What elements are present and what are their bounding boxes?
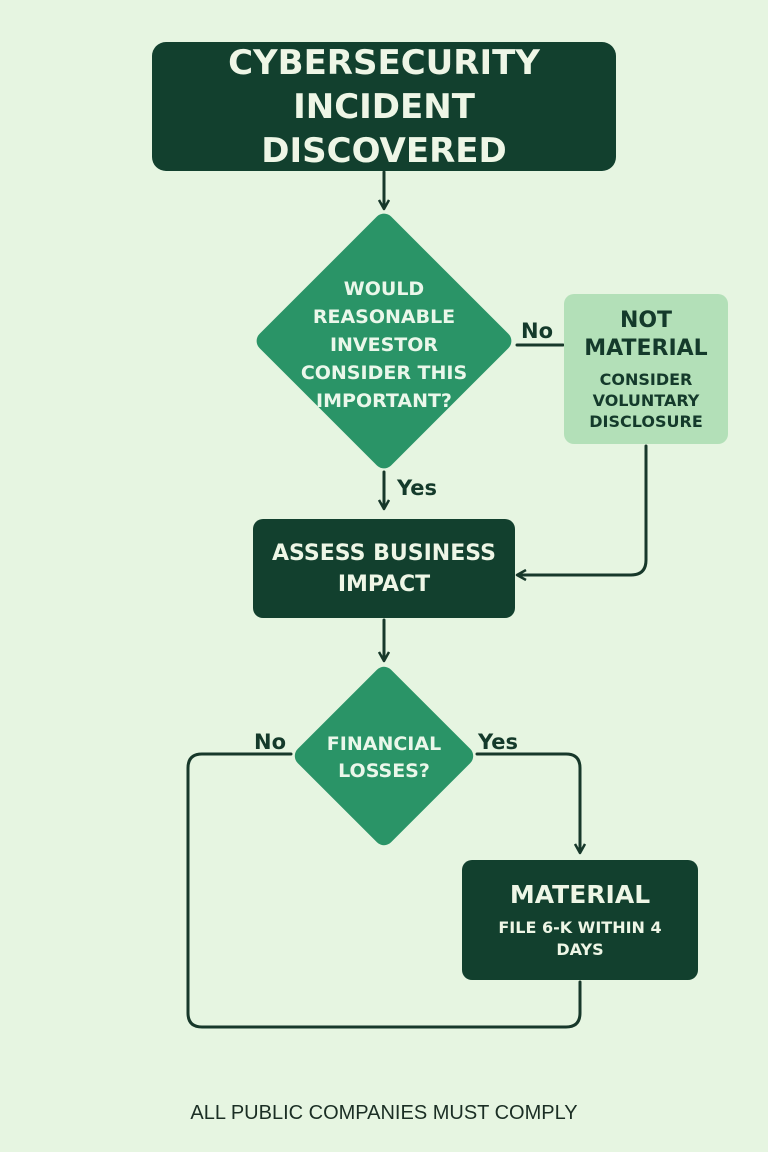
not-material-box: NOT MATERIAL CONSIDER VOLUNTARY DISCLOSU… xyxy=(564,294,728,444)
edge-label-q1-no: No xyxy=(521,319,554,343)
material-title: MATERIAL xyxy=(509,880,651,909)
question-2-text: FINANCIAL LOSSES? xyxy=(326,733,442,782)
start-box: CYBERSECURITY INCIDENT DISCOVERED xyxy=(152,42,616,171)
edge-q2-yes-to-material xyxy=(475,752,580,852)
footer-note: ALL PUBLIC COMPANIES MUST COMPLY xyxy=(190,1102,578,1124)
material-subtitle: FILE 6-K WITHIN 4 DAYS xyxy=(498,918,662,959)
not-material-subtitle: CONSIDER VOLUNTARY DISCLOSURE xyxy=(589,369,703,431)
assess-box-text: ASSESS BUSINESS IMPACT xyxy=(272,540,496,597)
not-material-title: NOT MATERIAL xyxy=(584,307,708,361)
edge-label-q2-no: No xyxy=(254,730,287,754)
edge-label-q1-yes: Yes xyxy=(397,476,438,500)
question-1-text: WOULD REASONABLE INVESTOR CONSIDER THIS … xyxy=(300,278,468,412)
start-box-text: CYBERSECURITY INCIDENT DISCOVERED xyxy=(228,42,540,171)
material-box: MATERIAL FILE 6-K WITHIN 4 DAYS xyxy=(462,860,698,980)
edge-label-q2-yes: Yes xyxy=(478,730,519,754)
edge-q2-no-loop xyxy=(186,752,582,1029)
assess-box: ASSESS BUSINESS IMPACT xyxy=(253,519,515,618)
edge-not-material-to-assess xyxy=(518,444,648,575)
